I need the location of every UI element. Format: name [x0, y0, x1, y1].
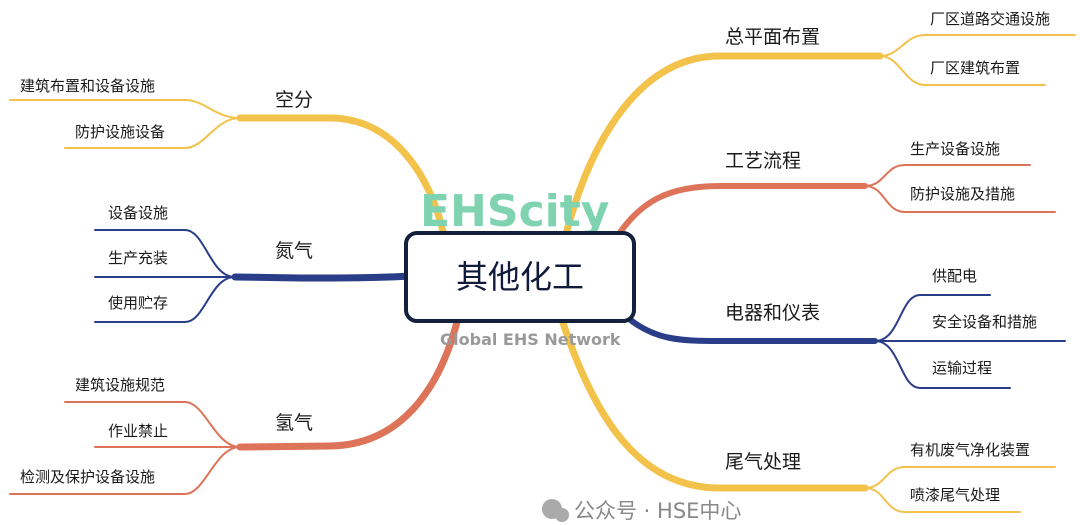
branch-qingqi: 氢气 建筑设施规范 作业禁止 检测及保护设备设施: [9, 314, 462, 495]
branch-label: 氮气: [275, 240, 313, 262]
sub-line: [874, 340, 1011, 389]
sub-line: [864, 466, 1056, 489]
watermark-logo: EHScity: [420, 186, 609, 237]
sub-line: [879, 34, 1076, 57]
branch-line: [236, 114, 449, 244]
branch-line: [231, 272, 414, 282]
sub-line: [864, 487, 1021, 513]
leaf-label: 防护设施设备: [75, 123, 165, 141]
leaf-label: 喷漆尾气处理: [910, 486, 1000, 504]
sub-line: [64, 117, 241, 149]
sub-line: [94, 229, 236, 278]
account-watermark: 公众号 · HSE中心: [542, 499, 741, 523]
account-text: 公众号 · HSE中心: [574, 499, 741, 523]
branch-label: 氢气: [275, 412, 313, 434]
branch-label: 电器和仪表: [725, 302, 820, 324]
sub-line: [94, 276, 236, 323]
watermark-tagline: Global EHS Network: [440, 330, 621, 349]
leaf-label: 检测及保护设备设施: [20, 468, 155, 486]
branch-line: [625, 315, 878, 344]
sub-line: [9, 99, 241, 119]
center-box: [404, 231, 636, 323]
center-label: 其他化工: [456, 258, 584, 296]
leaf-label: 厂区建筑布置: [930, 59, 1020, 77]
sub-line: [864, 164, 1031, 187]
leaf-label: 作业禁止: [108, 422, 168, 440]
leaf-label: 生产设备设施: [910, 140, 1000, 158]
sub-line: [874, 294, 991, 342]
branch-danqi: 氮气 设备设施 生产充装 使用贮存: [94, 204, 414, 323]
branch-label: 总平面布置: [725, 26, 820, 48]
branch-kongfen: 空分 建筑布置和设备设施 防护设施设备: [9, 77, 449, 244]
sub-line: [9, 446, 241, 495]
leaf-label: 有机废气净化装置: [910, 441, 1030, 459]
branch-label: 尾气处理: [725, 451, 801, 473]
branch-dianqi: 电器和仪表 供配电 安全设备和措施 运输过程: [625, 267, 1066, 389]
leaf-label: 建筑布置和设备设施: [20, 77, 155, 95]
leaf-label: 供配电: [932, 267, 977, 285]
sub-line: [864, 185, 1056, 213]
leaf-label: 设备设施: [108, 204, 168, 222]
branch-zongpingmian: 总平面布置 厂区道路交通设施 厂区建筑布置: [561, 10, 1076, 242]
branch-line: [561, 52, 884, 242]
leaf-label: 防护设施及措施: [910, 185, 1015, 203]
leaf-label: 运输过程: [932, 359, 992, 377]
branch-line: [236, 314, 462, 451]
leaf-label: 建筑设施规范: [75, 376, 165, 394]
branch-label: 工艺流程: [725, 150, 801, 172]
branch-weiqi: 尾气处理 有机废气净化装置 喷漆尾气处理: [558, 316, 1056, 513]
branch-line: [612, 183, 868, 243]
leaf-label: 安全设备和措施: [932, 313, 1037, 331]
sub-line: [64, 401, 241, 448]
center-node: EHScity 其他化工 Global EHS Network: [404, 186, 636, 349]
branch-gongyiliucheng: 工艺流程 生产设备设施 防护设施及措施: [612, 140, 1056, 243]
branch-line: [558, 316, 869, 492]
leaf-label: 厂区道路交通设施: [930, 10, 1050, 28]
sub-line: [879, 55, 1046, 86]
leaf-label: 使用贮存: [108, 294, 168, 312]
leaf-label: 生产充装: [108, 249, 168, 267]
branch-label: 空分: [275, 89, 313, 111]
